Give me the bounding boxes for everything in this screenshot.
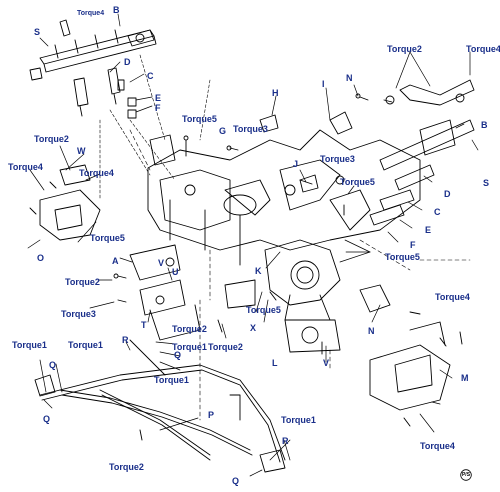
label-f-top: F: [155, 103, 161, 113]
label-t-left: T: [141, 320, 147, 330]
page-code-icon: [460, 469, 472, 481]
label-p-bottom: P: [208, 410, 215, 420]
label-r-bottom: R: [282, 436, 289, 446]
label-a-left: A: [112, 256, 119, 266]
label-torque4-right2: Torque4: [435, 292, 470, 302]
label-n-right: N: [368, 326, 375, 336]
label-v-center: V: [323, 358, 330, 368]
label-e-top: E: [155, 93, 162, 103]
label-m-right: M: [461, 373, 469, 383]
throttle-body: [264, 239, 341, 353]
label-q-left2: Q: [49, 360, 57, 370]
label-d-right: D: [444, 189, 451, 199]
label-torque2-right: Torque2: [387, 44, 422, 54]
label-torque2-left: Torque2: [34, 134, 69, 144]
label-q-left: Q: [174, 350, 182, 360]
label-q-left3: Q: [43, 414, 51, 424]
label-torque5-left: Torque5: [90, 233, 125, 243]
label-torque5-right: Torque5: [385, 252, 420, 262]
label-e-right: E: [425, 225, 432, 235]
label-f-right: F: [410, 240, 416, 250]
label-torque2-center: Torque2: [172, 324, 207, 334]
label-v-left: V: [158, 258, 165, 268]
label-torque4-top: Torque4: [77, 10, 105, 17]
label-d-top: D: [124, 57, 131, 67]
label-torque3-left: Torque3: [61, 309, 96, 319]
label-q-bottom: Q: [232, 476, 240, 486]
label-torque3-center: Torque3: [320, 154, 355, 164]
label-torque2-center2: Torque2: [208, 342, 243, 352]
label-torque1-left2: Torque1: [68, 340, 103, 350]
label-torque5-mid: Torque5: [182, 114, 217, 124]
label-r-left: R: [122, 335, 129, 345]
fuel-rail: [29, 19, 157, 81]
label-torque4-right: Torque4: [466, 44, 500, 54]
label-c-top: C: [147, 71, 154, 81]
label-b-right: B: [481, 120, 488, 130]
label-torque3-mid: Torque3: [233, 124, 268, 134]
label-n-top: N: [346, 73, 353, 83]
label-s-top: S: [34, 27, 41, 37]
label-c-right: C: [434, 207, 441, 217]
label-k-center: K: [255, 266, 262, 276]
page-code: P/S: [461, 472, 471, 478]
bolts: [29, 93, 463, 441]
label-torque4-bottom: Torque4: [420, 441, 455, 451]
label-h-top: H: [272, 88, 279, 98]
label-w-left: W: [77, 146, 86, 156]
label-torque1-farleft: Torque1: [12, 340, 47, 350]
label-s-right: S: [483, 178, 490, 188]
label-torque5-center2: Torque5: [246, 305, 281, 315]
label-g-mid: G: [219, 126, 227, 136]
injectors: [73, 67, 137, 119]
label-torque1-bottom: Torque1: [281, 415, 316, 425]
intake-manifold: [147, 129, 421, 266]
label-j-center: J: [293, 159, 299, 169]
label-x-center: X: [250, 323, 257, 333]
label-o-left: O: [37, 253, 45, 263]
label-torque2-bottom: Torque2: [109, 462, 144, 472]
label-torque5-center: Torque5: [340, 177, 375, 187]
label-torque4-left2: Torque4: [79, 168, 114, 178]
label-b-top: B: [113, 5, 120, 15]
label-l-center: L: [272, 358, 278, 368]
label-u-left: U: [172, 267, 179, 277]
label-torque2-left2: Torque2: [65, 277, 100, 287]
bracket-m: [359, 284, 451, 411]
label-i-top: I: [322, 79, 325, 89]
label-torque1-left: Torque1: [172, 342, 207, 352]
left-brackets: [39, 164, 256, 341]
fuel-lines: [34, 339, 286, 473]
label-torque1-left3: Torque1: [154, 375, 189, 385]
right-rail-assembly: [259, 79, 475, 226]
label-torque4-left: Torque4: [8, 162, 43, 172]
